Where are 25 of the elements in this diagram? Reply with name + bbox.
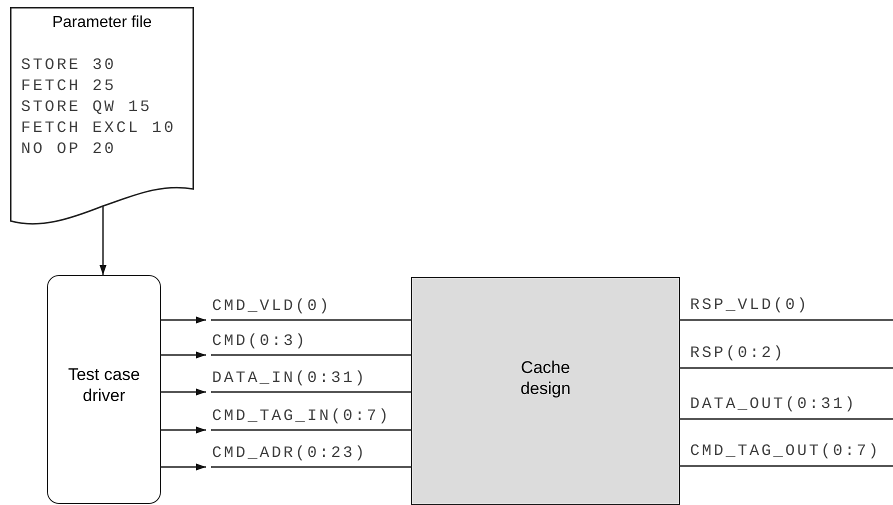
signal-line: [680, 319, 893, 321]
arrow: [161, 316, 206, 324]
block-label: Test case driver: [67, 364, 141, 406]
signal-line: [211, 466, 411, 468]
block-label: Cache design: [519, 357, 572, 399]
parameter-line: STORE 30: [21, 56, 116, 74]
design-block: [411, 277, 680, 505]
signal-line: [680, 465, 893, 467]
arrow: [161, 464, 206, 470]
signal-line: [211, 319, 411, 321]
signal-line: [211, 354, 411, 356]
arrow: [161, 352, 206, 358]
signal-line: [211, 391, 411, 393]
parameter-line: NO OP 20: [21, 140, 116, 158]
parameter-line: STORE QW 15: [21, 98, 152, 116]
driver-box: [47, 275, 161, 504]
signal-line: [680, 418, 893, 420]
signal-line: [211, 429, 411, 431]
arrow: [161, 426, 206, 434]
document-title: Parameter file: [51, 14, 153, 32]
arrow: [100, 206, 106, 275]
signal-line: [680, 367, 893, 369]
parameter-line: FETCH EXCL 10: [21, 119, 176, 137]
arrow: [161, 388, 206, 396]
parameter-line: FETCH 25: [21, 77, 116, 95]
